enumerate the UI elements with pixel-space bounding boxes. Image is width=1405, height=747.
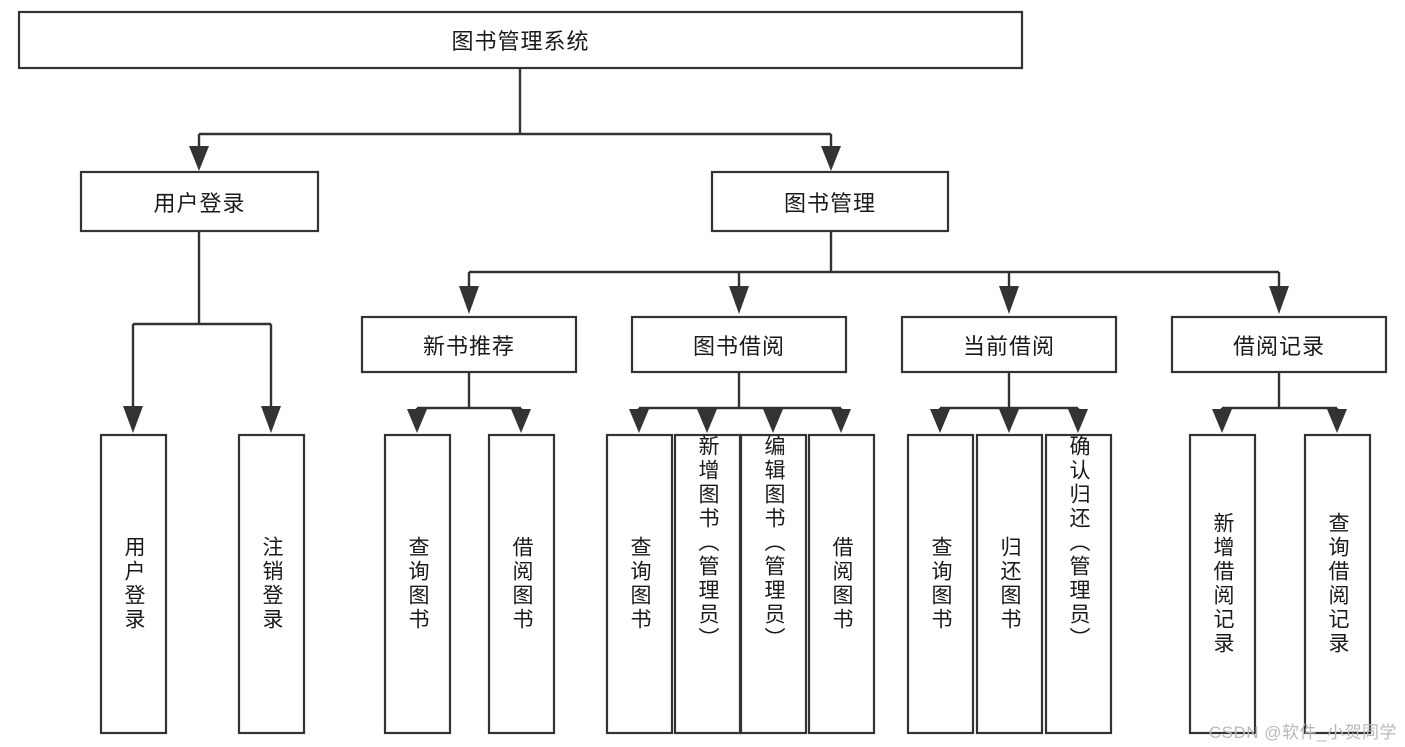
arrowhead-leaf-logout [261,406,281,433]
leaf-box-cb-confirm[interactable] [1044,433,1113,735]
leaf-box-nbr-borrow[interactable] [487,433,556,735]
leaf-box-cb-return[interactable] [975,433,1044,735]
arrowhead-br-leaf1 [1327,409,1347,433]
arrowhead-br-leaf0 [1212,409,1232,433]
arrowhead-bb-leaf0 [629,409,649,433]
node-root-box[interactable] [17,10,1024,70]
arrowhead-leaf-user-login [123,406,143,433]
leaf-box-br-add[interactable] [1188,433,1257,735]
node-current-borrow-box[interactable] [900,315,1118,374]
arrowhead-nbr-leaf0 [407,409,427,433]
leaf-box-user-login[interactable] [99,433,168,735]
node-book-borrow-box[interactable] [630,315,848,374]
arrowhead-bb-leaf1 [697,409,717,433]
leaf-box-logout[interactable] [237,433,306,735]
leaf-box-bb-add[interactable] [673,433,742,735]
arrowhead-user-login [189,146,209,171]
leaf-box-bb-edit[interactable] [739,433,808,735]
node-new-book-recommend-box[interactable] [360,315,578,374]
leaf-box-nbr-query[interactable] [383,433,452,735]
leaf-box-cb-query[interactable] [906,433,975,735]
leaf-box-br-query[interactable] [1303,433,1372,735]
leaf-box-bb-query[interactable] [605,433,674,735]
arrowhead-new-book-recommend [459,286,479,314]
node-user-login-box[interactable] [79,170,320,233]
arrowhead-bb-leaf3 [831,409,851,433]
arrowhead-book-manage [821,146,841,171]
node-borrow-record-box[interactable] [1170,315,1388,374]
arrowhead-bb-leaf2 [763,409,783,433]
arrowhead-cb-leaf1 [999,409,1019,433]
node-book-manage-box[interactable] [710,170,950,233]
arrowhead-borrow-record [1269,286,1289,314]
arrowhead-book-borrow [729,286,749,314]
leaf-box-bb-borrow[interactable] [807,433,876,735]
arrowhead-current-borrow [999,286,1019,314]
arrowhead-cb-leaf2 [1068,409,1088,433]
arrowhead-nbr-leaf1 [511,409,531,433]
arrowhead-cb-leaf0 [930,409,950,433]
